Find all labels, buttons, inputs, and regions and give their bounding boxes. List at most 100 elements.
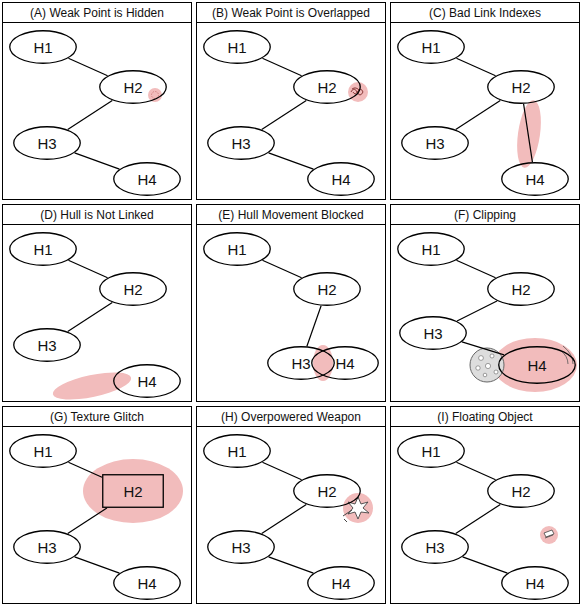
hull-ellipse: H1: [397, 232, 465, 266]
hull-ellipse: H4: [501, 566, 569, 600]
hull-label: H3: [231, 135, 250, 152]
hull-label: H2: [511, 483, 530, 500]
hull-label: H2: [317, 483, 336, 500]
hull-label: H2: [511, 79, 530, 96]
panel-header: (I) Floating Object: [391, 407, 579, 427]
hull-ellipse: H4: [113, 162, 181, 196]
hull-label: H3: [37, 337, 56, 354]
hull-ellipse: H2: [487, 474, 555, 508]
panel-header: (F) Clipping: [391, 205, 579, 225]
link-line: [456, 58, 495, 75]
panel-box: (E) Hull Movement BlockedH1H2H3H4: [196, 204, 386, 402]
hull-ellipse: H3: [13, 126, 81, 160]
hull-label: H1: [227, 443, 246, 460]
panel-box: (I) Floating ObjectH1H2H3H4: [390, 406, 580, 604]
hull-ellipse: H1: [9, 232, 77, 266]
hull-ellipse: H3: [207, 530, 275, 564]
hull-ellipse: H3: [13, 530, 81, 564]
hull-label: H2: [511, 281, 530, 298]
hull-label: H2: [123, 79, 142, 96]
hull-ellipse: H1: [9, 434, 77, 468]
hull-ellipse: H4: [307, 566, 375, 600]
link-line: [307, 306, 321, 347]
hull-ellipse: H2: [487, 272, 555, 306]
panel-header: (A) Weak Point is Hidden: [3, 3, 191, 23]
hull-ellipse: H1: [203, 30, 271, 64]
panel-header: (D) Hull is Not Linked: [3, 205, 191, 225]
panel-box: (F) ClippingH1H2H3H4: [390, 204, 580, 402]
clipping-highlight: [493, 338, 577, 392]
hull-label: H1: [33, 39, 52, 56]
hull-ellipse: H2: [293, 70, 361, 104]
panel-box: (B) Weak Point is OverlappedH1H2H3H4: [196, 2, 386, 200]
weak-point-highlight: [148, 88, 162, 102]
panel-title: (H) Overpowered Weapon: [221, 410, 361, 424]
hull-label: H4: [525, 575, 544, 592]
link-line: [456, 462, 495, 479]
hull-ellipse: H1: [203, 434, 271, 468]
hull-ellipse: H3: [401, 530, 469, 564]
link-line: [68, 100, 113, 129]
link-line: [68, 508, 107, 534]
link-line: [262, 58, 301, 75]
hull-label: H1: [421, 241, 440, 258]
missing-link-highlight: [51, 367, 134, 405]
hull-label: H1: [227, 39, 246, 56]
panel-title: (B) Weak Point is Overlapped: [212, 6, 370, 20]
panel-header: (B) Weak Point is Overlapped: [197, 3, 385, 23]
hull-label: H4: [331, 575, 350, 592]
hull-label: H1: [227, 241, 246, 258]
panel-box: (H) Overpowered WeaponH1H2H3H4: [196, 406, 386, 604]
link-line: [68, 462, 102, 477]
hull-label: H4: [527, 357, 546, 374]
link-line: [457, 301, 497, 321]
hull-label: H2: [317, 281, 336, 298]
hull-label: H3: [425, 539, 444, 556]
weapon-symbol: [343, 510, 352, 522]
hull-ellipse: H1: [203, 232, 271, 266]
link-line: [68, 302, 113, 331]
panel-title: (I) Floating Object: [437, 410, 532, 424]
panel-header: (H) Overpowered Weapon: [197, 407, 385, 427]
link-line: [75, 153, 120, 169]
panel-box: (D) Hull is Not LinkedH1H2H3H4: [2, 204, 192, 402]
hull-ellipse: H4: [311, 346, 379, 380]
panel-title: (A) Weak Point is Hidden: [30, 6, 164, 20]
hull-ellipse: H3: [401, 126, 469, 160]
hull-label: H3: [291, 355, 310, 372]
link-line: [68, 260, 107, 277]
hull-label: H2: [317, 79, 336, 96]
panel-header: (E) Hull Movement Blocked: [197, 205, 385, 225]
hull-label: H4: [331, 171, 350, 188]
panel-header: (G) Texture Glitch: [3, 407, 191, 427]
hull-label: H3: [425, 135, 444, 152]
bad-link-highlight: [513, 99, 544, 169]
hull-ellipse: H4: [498, 346, 576, 384]
hull-ellipse: H1: [397, 434, 465, 468]
link-line: [262, 462, 301, 479]
hull-label: H3: [423, 325, 442, 342]
hull-box: H2: [102, 474, 164, 508]
panel-title: (C) Bad Link Indexes: [429, 6, 541, 20]
panel-box: (A) Weak Point is HiddenH1H2H3H4: [2, 2, 192, 200]
hull-label: H2: [123, 281, 142, 298]
hull-ellipse: H1: [397, 30, 465, 64]
hull-label: H3: [37, 539, 56, 556]
hull-ellipse: H2: [293, 272, 361, 306]
hull-ellipse: H4: [307, 162, 375, 196]
link-line: [462, 342, 504, 355]
panel-title: (F) Clipping: [454, 208, 516, 222]
link-line: [68, 58, 107, 75]
hull-label: H4: [137, 171, 156, 188]
hull-label: H3: [37, 135, 56, 152]
hull-label: H1: [33, 443, 52, 460]
hull-label: H2: [123, 483, 142, 500]
link-line: [269, 557, 314, 573]
link-line: [524, 104, 533, 162]
hull-ellipse: H2: [99, 70, 167, 104]
hull-label: H4: [525, 171, 544, 188]
link-line: [262, 100, 307, 129]
